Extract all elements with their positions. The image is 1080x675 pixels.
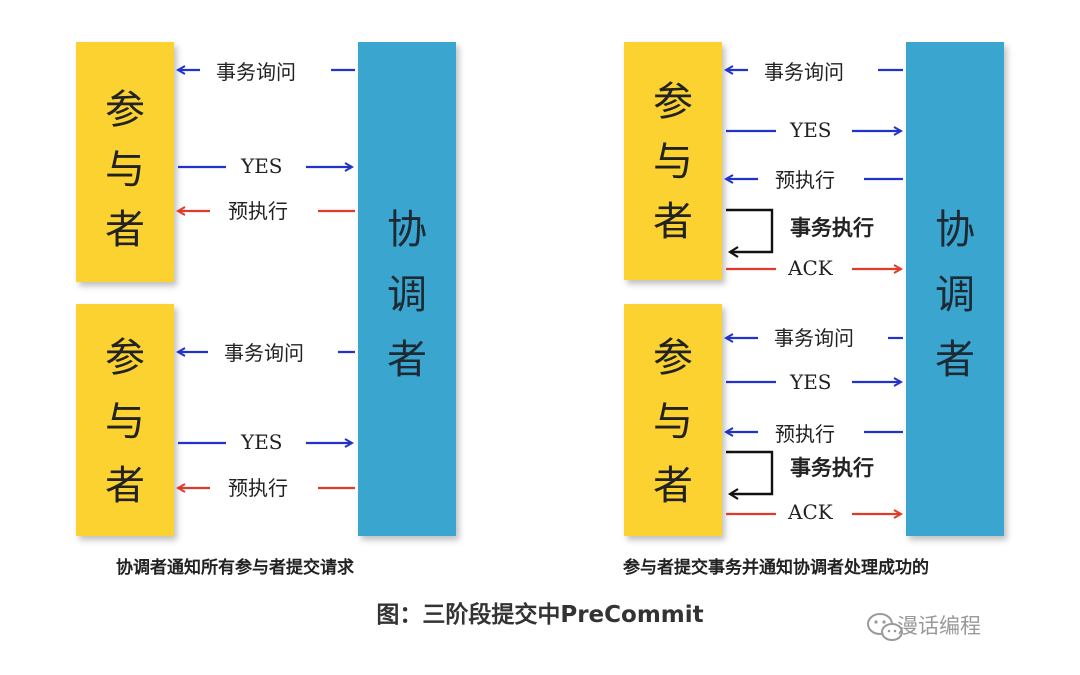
right-g2-query-label: 事务询问 <box>774 326 854 350</box>
left-participant-2: 参 与 者 <box>76 304 174 536</box>
participant-char: 与 <box>653 139 693 185</box>
right-g2-ack-label: ACK <box>788 500 833 524</box>
right-g1-yes-label: YES <box>790 118 832 142</box>
participant-char: 者 <box>653 463 693 509</box>
right-g1-execute-loop-arrow <box>726 208 774 258</box>
right-g1-ack-label: ACK <box>788 256 833 280</box>
participant-char: 与 <box>105 399 145 445</box>
watermark-text: 漫话编程 <box>897 614 981 638</box>
participant-char: 与 <box>105 147 145 193</box>
coordinator-char: 协 <box>387 207 427 253</box>
right-participant-2: 参 与 者 <box>624 304 722 536</box>
left-g2-yes-label: YES <box>241 430 283 454</box>
left-participant-1: 参 与 者 <box>76 42 174 282</box>
participant-char: 者 <box>653 199 693 245</box>
right-g1-execute-label: 事务执行 <box>790 216 874 240</box>
right-g2-execute-loop-arrow <box>726 450 774 500</box>
left-g2-query-label: 事务询问 <box>224 341 304 365</box>
participant-char: 参 <box>653 335 693 381</box>
right-g2-execute-label: 事务执行 <box>790 456 874 480</box>
coordinator-char: 调 <box>387 272 427 318</box>
participant-char: 者 <box>105 207 145 253</box>
participant-char: 参 <box>653 79 693 125</box>
left-g2-precommit-label: 预执行 <box>228 476 288 500</box>
participant-char: 与 <box>653 399 693 445</box>
right-g2-yes-label: YES <box>790 370 832 394</box>
left-g1-yes-label: YES <box>241 154 283 178</box>
participant-char: 参 <box>105 335 145 381</box>
coordinator-char: 协 <box>935 207 975 253</box>
coordinator-char: 者 <box>387 337 427 383</box>
coordinator-char: 者 <box>935 337 975 383</box>
right-g1-precommit-label: 预执行 <box>775 168 835 192</box>
right-coordinator: 协 调 者 <box>906 42 1004 536</box>
coordinator-char: 调 <box>935 272 975 318</box>
left-g1-query-label: 事务询问 <box>216 60 296 84</box>
participant-char: 者 <box>105 463 145 509</box>
left-caption: 协调者通知所有参与者提交请求 <box>116 558 354 578</box>
right-g2-precommit-label: 预执行 <box>775 422 835 446</box>
participant-char: 参 <box>105 87 145 133</box>
right-participant-1: 参 与 者 <box>624 42 722 280</box>
left-g1-precommit-label: 预执行 <box>228 199 288 223</box>
right-g1-query-label: 事务询问 <box>764 60 844 84</box>
right-caption: 参与者提交事务并通知协调者处理成功的 <box>623 558 929 578</box>
left-coordinator: 协 调 者 <box>358 42 456 536</box>
wechat-icon <box>867 613 903 641</box>
figure-title: 图：三阶段提交中PreCommit <box>376 602 704 628</box>
